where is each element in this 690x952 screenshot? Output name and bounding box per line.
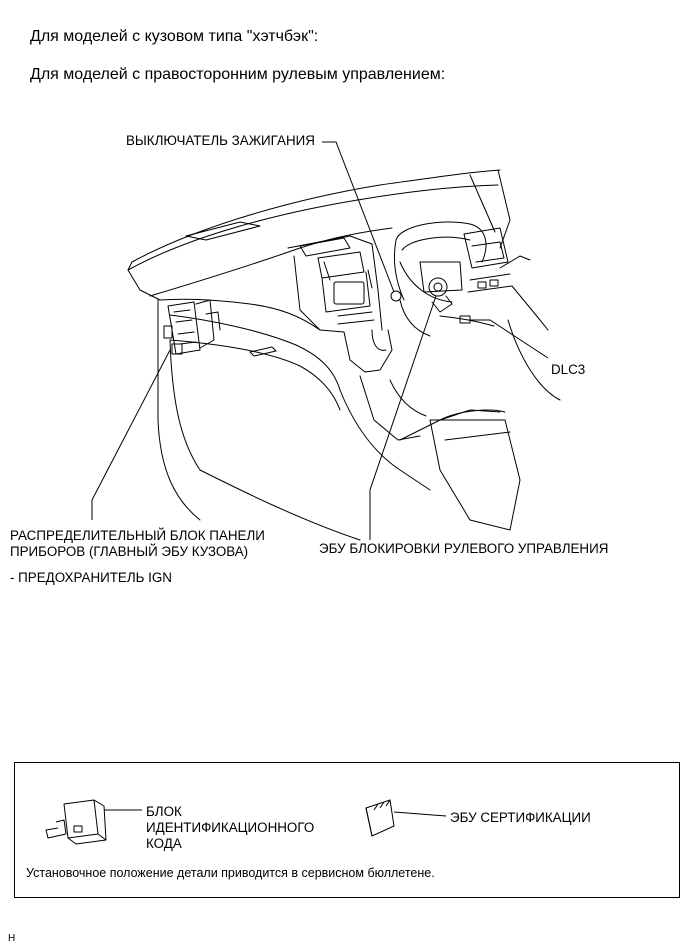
legend-note: Установочное положение детали приводится…: [26, 866, 435, 880]
label-id-code-box-line2: ИДЕНТИФИКАЦИОННОГО: [146, 820, 315, 835]
id-code-box-icon: [45, 799, 142, 845]
label-certification-ecu: ЭБУ СЕРТИФИКАЦИИ: [450, 810, 591, 825]
header-steering-side: Для моделей с правосторонним рулевым упр…: [30, 66, 446, 83]
label-junction-block-line2: ПРИБОРОВ (ГЛАВНЫЙ ЭБУ КУЗОВА): [10, 544, 249, 559]
label-junction-block-line1: РАСПРЕДЕЛИТЕЛЬНЫЙ БЛОК ПАНЕЛИ: [10, 528, 265, 543]
label-id-code-box-line3: КОДА: [146, 836, 182, 851]
label-ign-fuse: - ПРЕДОХРАНИТЕЛЬ IGN: [10, 570, 172, 585]
label-steering-lock-ecu: ЭБУ БЛОКИРОВКИ РУЛЕВОГО УПРАВЛЕНИЯ: [319, 541, 609, 556]
label-dlc3: DLC3: [551, 362, 586, 377]
label-id-code-box-line1: БЛОК: [146, 804, 182, 819]
footer-mark: H: [8, 933, 16, 944]
label-ignition-switch: ВЫКЛЮЧАТЕЛЬ ЗАЖИГАНИЯ: [126, 133, 315, 148]
header-body-type: Для моделей с кузовом типа "хэтчбэк":: [30, 28, 319, 45]
legend-box: [14, 762, 680, 898]
certification-ecu-icon: [365, 799, 447, 837]
